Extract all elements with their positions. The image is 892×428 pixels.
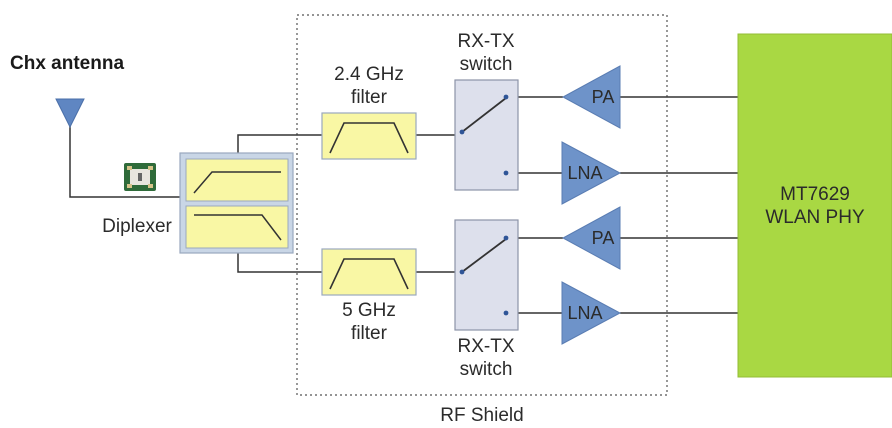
phy-label-line2: WLAN PHY	[740, 207, 890, 229]
filter-5g-label-line1: 5 GHz	[319, 300, 419, 322]
lna-bottom-label: LNA	[560, 302, 610, 324]
filter-5g	[322, 249, 416, 295]
rx-tx-switch-top	[455, 80, 518, 190]
filter-2g4	[322, 113, 416, 159]
diplexer-label: Diplexer	[92, 216, 182, 238]
filter-2g4-label-line2: filter	[319, 87, 419, 109]
rf-shield-label: RF Shield	[432, 405, 532, 427]
switch-top-label-line2: switch	[436, 54, 536, 76]
lna-top-label: LNA	[560, 162, 610, 184]
antenna-icon	[56, 99, 84, 127]
chip-icon	[124, 163, 156, 191]
pa-top-label: PA	[585, 86, 621, 108]
phy-label-line1: MT7629	[755, 184, 875, 206]
antenna-title: Chx antenna	[10, 53, 124, 75]
filter-5g-label-line2: filter	[319, 323, 419, 345]
switch-top-label-line1: RX-TX	[436, 31, 536, 53]
filter-2g4-label-line1: 2.4 GHz	[319, 64, 419, 86]
diplexer-highpass-cell	[186, 206, 288, 248]
rx-tx-switch-bottom	[455, 220, 518, 330]
switch-bottom-label-line1: RX-TX	[436, 336, 536, 358]
diplexer	[180, 153, 293, 253]
diplexer-lowpass-cell	[186, 159, 288, 201]
pa-bottom-label: PA	[585, 227, 621, 249]
switch-bottom-label-line2: switch	[436, 359, 536, 381]
